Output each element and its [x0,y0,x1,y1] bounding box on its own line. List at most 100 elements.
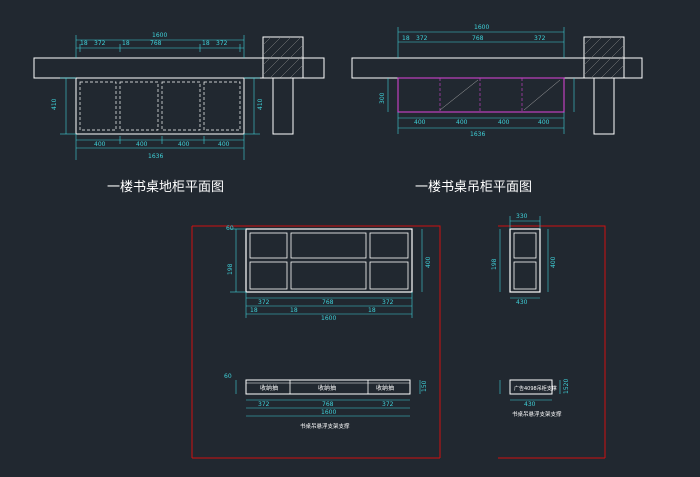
dim-400-hang-c: 400 [498,119,510,126]
hanging-top-slab [351,57,643,79]
dim-400-hang-d: 400 [538,119,550,126]
front-dim-768: 768 [322,299,334,306]
side-dim-lines [499,216,549,299]
front-caption: 书桌吊悬浮支架支撑 [300,422,350,430]
cabinet-bay-3 [161,81,201,131]
dim-18-a: 18 [80,40,88,47]
side-dim-330: 330 [516,213,528,220]
column-hatch [262,36,304,79]
front-bay-5 [369,232,409,259]
cabinet-bay-2 [119,81,159,131]
side-bay-2 [513,261,537,290]
dim-1636: 1636 [148,153,163,160]
dim-300-hang: 300 [379,92,386,104]
dim-lines-top-right [387,27,575,134]
dim-768-hang: 768 [472,35,484,42]
dim-400-hang-a: 400 [414,119,426,126]
drawer-1-label: 收纳抽 [260,384,278,392]
side-strip-label: 广告4098吊柜支撑 [514,385,557,392]
dim-400-hang-b: 400 [456,119,468,126]
plan-desk-hanging-cabinet: 1600 18 372 768 372 400 400 400 400 1636… [351,24,643,138]
hanging-bay-lines [439,78,523,112]
front-dim-text: 372 768 372 18 18 18 1600 60 198 400 [226,225,432,322]
dim-1600: 1600 [152,32,167,39]
dim-372-hang-a: 372 [416,35,428,42]
side-dim-430: 430 [516,299,528,306]
drawer-strip-outer [245,379,411,395]
dim-text-top-left: 1600 18 372 18 768 18 372 400 400 400 40… [51,32,264,160]
front-dim-400: 400 [425,256,432,268]
side-dim-400: 400 [550,256,557,268]
side-outer [509,228,541,293]
support-post [272,77,294,135]
side-bay-1 [513,232,537,259]
cabinet-outline [75,77,245,135]
dim-410-right: 410 [257,98,264,110]
drawer-labels: 收纳抽 收纳抽 收纳抽 [260,384,394,392]
side-caption: 书桌吊悬浮支架支撑 [512,410,562,418]
dim-text-top-right: 1600 18 372 768 372 400 400 400 400 1636… [379,24,550,138]
front-dim-372-a: 372 [258,299,270,306]
plan-desk-floor-cabinet: 1600 18 372 18 768 18 372 400 400 400 40… [33,32,325,160]
hanging-support-post [593,77,615,135]
front-dim-18-c: 18 [368,307,376,314]
hanging-diagonals [439,79,561,111]
hanging-cabinet-outline [397,77,565,113]
cabinet-bay-1 [79,81,117,131]
dim-1636-hang: 1636 [470,131,485,138]
side-strip-dim-text: 430 1520 [524,379,570,408]
cabinet-bay-4 [203,81,241,131]
front-bay-6 [369,261,409,290]
side-elevation: 330 430 400 198 [491,213,557,306]
dim-372-hang-b: 372 [534,35,546,42]
drawer-dim-372-b: 372 [382,401,394,408]
dim-400-a: 400 [94,141,106,148]
title-hanging-cabinet-plan: 一楼书桌吊柜平面图 [415,180,533,195]
dim-372-b: 372 [216,40,228,47]
front-dim-18-a: 18 [250,307,258,314]
front-bay-3 [290,232,367,259]
title-floor-cabinet-plan: 一楼书桌地柜平面图 [107,180,225,195]
desk-top-slab [33,57,325,79]
dim-lines-top-left [60,35,260,160]
front-dim-198: 198 [227,263,234,275]
dim-400-b: 400 [136,141,148,148]
drawer-dim-372-a: 372 [258,401,270,408]
front-dim-1600: 1600 [321,315,336,322]
front-bay-4 [290,261,367,290]
side-drawer-strip: 广告4098吊柜支撑 430 1520 书桌吊悬浮支架支撑 [499,379,570,418]
front-elevation: 372 768 372 18 18 18 1600 60 198 400 [226,225,432,322]
dim-1600-hang: 1600 [474,24,489,31]
front-drawer-strip: 收纳抽 收纳抽 收纳抽 372 768 372 1600 60 150 书桌吊悬… [224,373,428,430]
front-bay-2 [249,261,288,290]
front-dim-372-b: 372 [382,299,394,306]
drawer-dim-150: 150 [421,380,428,392]
side-dim-198: 198 [491,258,498,270]
drawer-2-label: 收纳抽 [318,384,336,392]
drawer-dim-1600: 1600 [321,409,336,416]
dim-400-d: 400 [218,141,230,148]
side-dim-text: 330 430 400 198 [491,213,557,306]
side-strip-dim-430: 430 [524,401,536,408]
front-bay-1 [249,232,288,259]
dim-18-c: 18 [202,40,210,47]
side-strip-dim-1520: 1520 [563,379,570,394]
dim-768: 768 [150,40,162,47]
boundary-lines [191,225,606,459]
side-strip-dim-lines [499,380,561,401]
dim-400-c: 400 [178,141,190,148]
drawer-dim-768: 768 [322,401,334,408]
front-dim-60: 60 [226,225,234,232]
dim-18-b: 18 [122,40,130,47]
front-outer [245,228,413,293]
front-dim-lines [230,228,423,318]
drawer-dim-lines [235,380,421,417]
drawer-dim-text: 372 768 372 1600 60 150 [224,373,428,416]
hanging-column-hatch [583,36,625,79]
dim-372-a: 372 [94,40,106,47]
front-dim-18-b: 18 [290,307,298,314]
drawer-dim-60: 60 [224,373,232,380]
side-strip-outer [509,379,553,395]
drawer-3-label: 收纳抽 [376,384,394,392]
